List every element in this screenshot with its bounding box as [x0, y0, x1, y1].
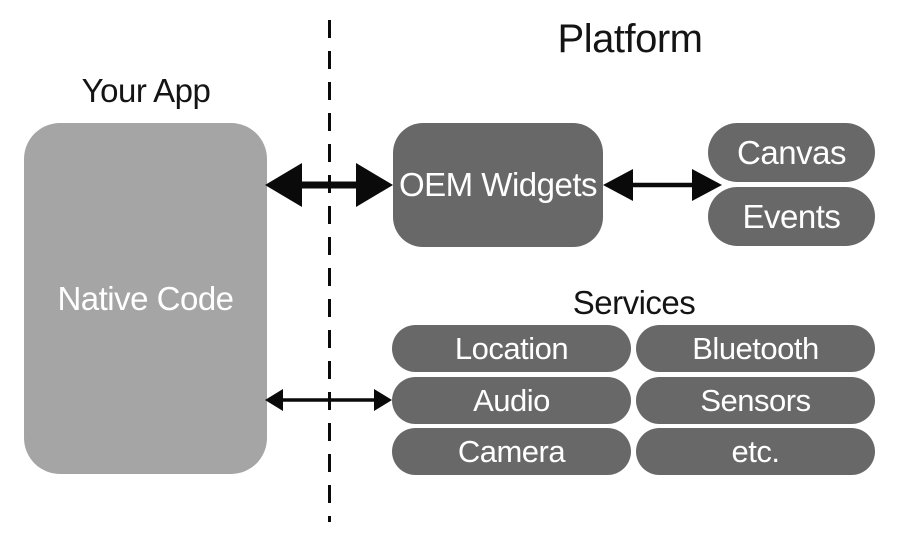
bidirectional-arrow-oem-to-ui	[603, 169, 722, 201]
service-pill-audio: Audio	[392, 377, 631, 424]
dashed-divider-line	[328, 20, 331, 522]
services-title: Services	[572, 284, 696, 321]
service-pill-etc: etc.	[636, 428, 875, 475]
native-code-label: Native Code	[57, 279, 234, 317]
native-code-box: Native Code	[24, 123, 267, 474]
events-pill: Events	[708, 187, 875, 246]
service-pill-sensors: Sensors	[636, 377, 875, 424]
service-pill-bluetooth: Bluetooth	[636, 325, 875, 372]
service-pill-location: Location	[392, 325, 631, 372]
oem-widgets-label: OEM Widgets	[398, 166, 598, 203]
oem-widgets-box: OEM Widgets	[393, 123, 603, 247]
canvas-pill: Canvas	[708, 123, 875, 182]
your-app-title: Your App	[81, 72, 211, 109]
service-pill-camera: Camera	[392, 428, 631, 475]
platform-title: Platform	[557, 17, 703, 61]
